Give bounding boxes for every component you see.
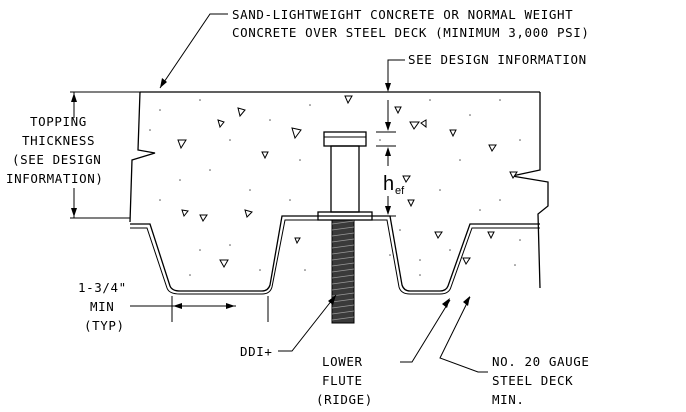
see-design-leader (387, 59, 405, 85)
hef-dimension (376, 100, 396, 217)
hef-subscript: ef (395, 185, 405, 197)
topping-dimension (70, 91, 140, 219)
right-break-line (511, 92, 549, 289)
bolt-shank (330, 145, 360, 213)
left-break-line (129, 91, 156, 223)
topping-label-line1: TOPPING (30, 114, 87, 129)
aggregate-pattern (177, 95, 518, 269)
min-dim-line2: MIN (90, 299, 114, 314)
deck-label-line2: STEEL DECK (492, 373, 573, 388)
deck-label-line1: NO. 20 GAUGE (492, 354, 590, 369)
see-design-note: SEE DESIGN INFORMATION (408, 52, 587, 67)
flute-label-line1: LOWER (322, 354, 363, 369)
min-dim-line3: (TYP) (84, 318, 125, 333)
flute-leader (400, 299, 451, 363)
deck-leader (439, 296, 488, 373)
concrete-note-line2: CONCRETE OVER STEEL DECK (MINIMUM 3,000 … (232, 25, 590, 40)
topping-label-line2: THICKNESS (22, 133, 95, 148)
min-dim-line1: 1-3/4" (78, 280, 127, 295)
topping-label-line4: INFORMATION) (6, 171, 104, 186)
concrete-stipple (149, 99, 521, 276)
bolt-head (323, 131, 367, 147)
hef-label: h (383, 173, 394, 195)
flute-label-line2: FLUTE (322, 373, 363, 388)
topping-label-line3: (SEE DESIGN (12, 152, 101, 167)
ddi-leader (278, 294, 337, 352)
ddi-anchor (317, 131, 373, 324)
anchor-label: DDI+ (240, 344, 273, 359)
deck-label-line3: MIN. (492, 392, 525, 407)
concrete-leader (159, 13, 228, 89)
min-width-dimension (130, 296, 269, 322)
flute-label-line3: (RIDGE) (316, 392, 373, 407)
concrete-note-line1: SAND-LIGHTWEIGHT CONCRETE OR NORMAL WEIG… (232, 7, 573, 22)
